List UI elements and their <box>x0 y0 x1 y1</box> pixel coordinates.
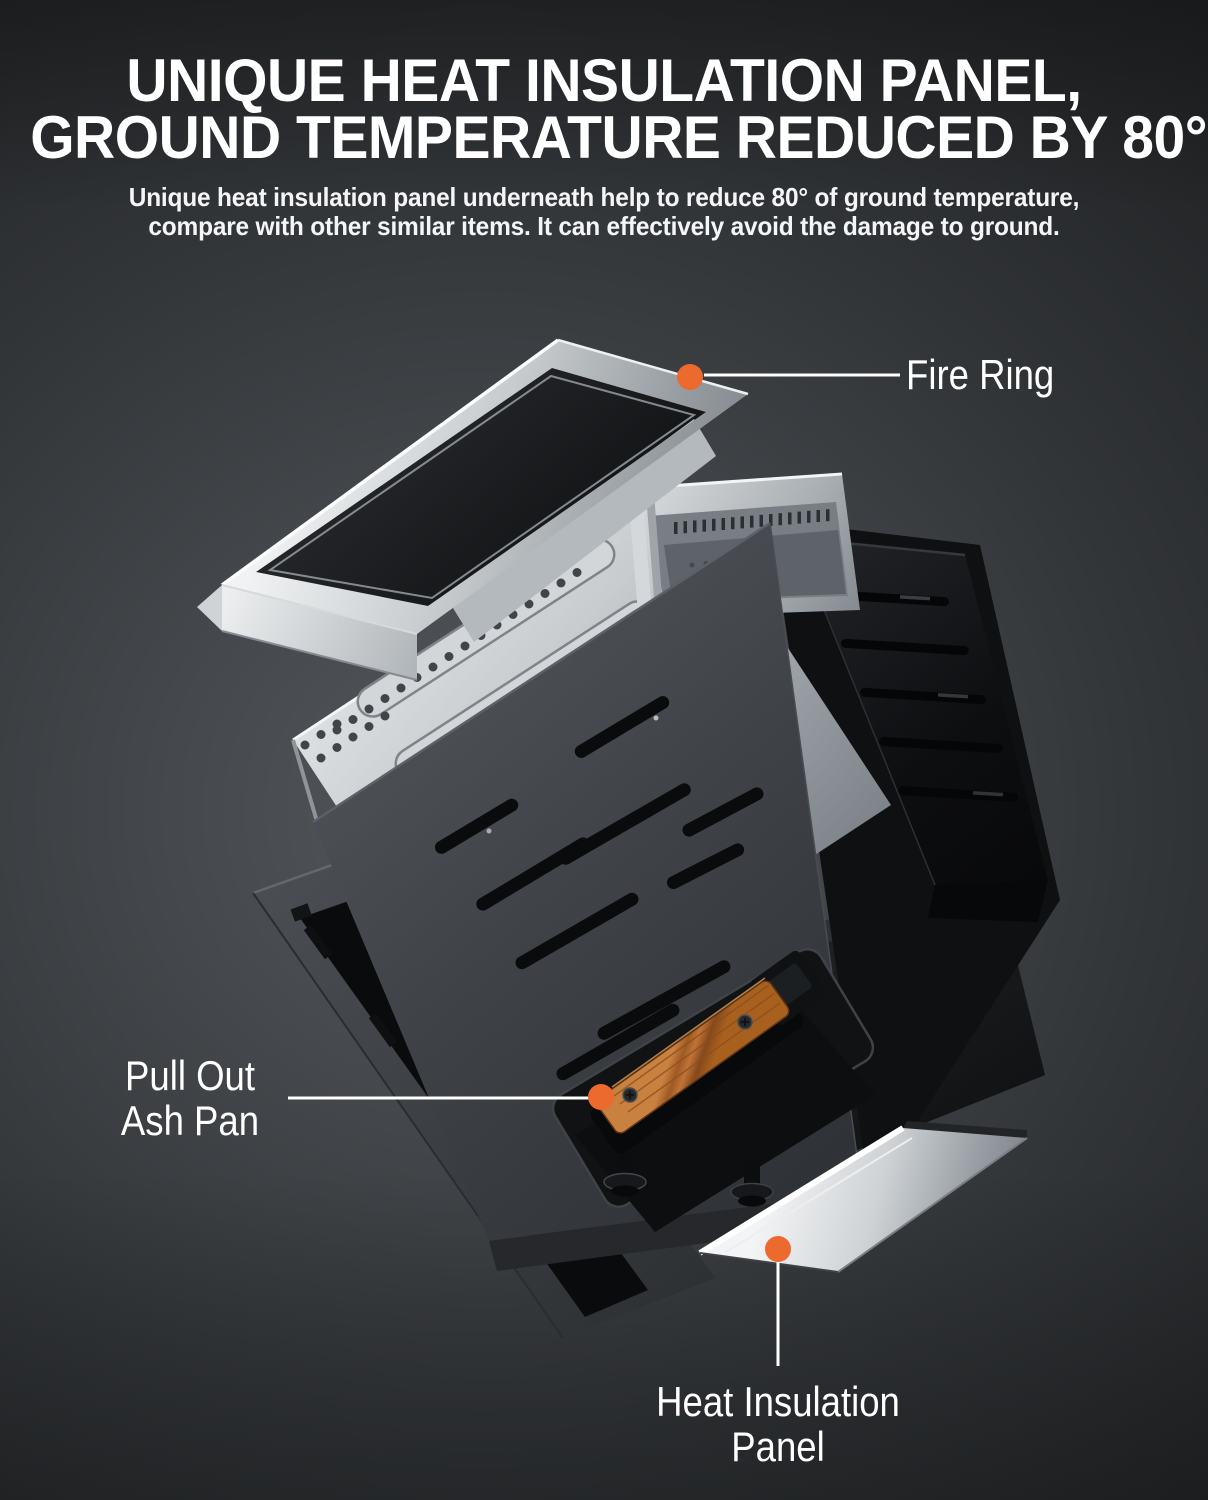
ash-pan-label-line-2: Ash Pan <box>120 1097 260 1144</box>
page-title: UNIQUE HEAT INSULATION PANEL, GROUND TEM… <box>30 47 1208 171</box>
leveling-foot-left <box>603 1152 647 1197</box>
callout-label-fire-ring: Fire Ring <box>906 352 1054 397</box>
right-side-panel <box>794 536 1048 922</box>
handle-screws <box>622 1014 753 1103</box>
ash-pan-dot-icon <box>588 1084 614 1110</box>
header: UNIQUE HEAT INSULATION PANEL, GROUND TEM… <box>0 47 1208 241</box>
pull-out-ash-pan <box>590 950 826 1154</box>
callout-fire-ring-marker <box>677 364 900 390</box>
page-subtitle: Unique heat insulation panel underneath … <box>36 183 1172 241</box>
fire-ring <box>197 338 749 681</box>
callout-ash-pan-marker <box>288 1084 614 1110</box>
right-panel-vent-slots <box>821 589 1018 802</box>
callout-insulation-marker <box>765 1236 791 1366</box>
insulation-label-line-2: Panel <box>731 1423 825 1470</box>
leveling-foot-mid <box>730 1162 774 1207</box>
subtitle-line-2: compare with other similar items. It can… <box>148 211 1060 241</box>
fire-ring-dot-icon <box>677 364 703 390</box>
fire-ring-label-text: Fire Ring <box>906 351 1055 398</box>
insulation-label-line-1: Heat Insulation <box>656 1378 900 1425</box>
serration-vents <box>674 509 830 534</box>
callout-label-ash-pan: Pull Out Ash Pan <box>86 1053 295 1143</box>
front-panel-vent-slots <box>434 696 764 1081</box>
insulation-dot-icon <box>765 1236 791 1262</box>
title-line-1: UNIQUE HEAT INSULATION PANEL, <box>126 47 1082 114</box>
subtitle-line-1: Unique heat insulation panel underneath … <box>128 182 1080 212</box>
callout-label-insulation-panel: Heat Insulation Panel <box>604 1379 952 1469</box>
title-line-2: GROUND TEMPERATURE REDUCED BY 80° <box>30 104 1208 171</box>
ash-pan-label-line-1: Pull Out <box>125 1052 255 1099</box>
heat-insulation-panel <box>698 1121 1028 1273</box>
